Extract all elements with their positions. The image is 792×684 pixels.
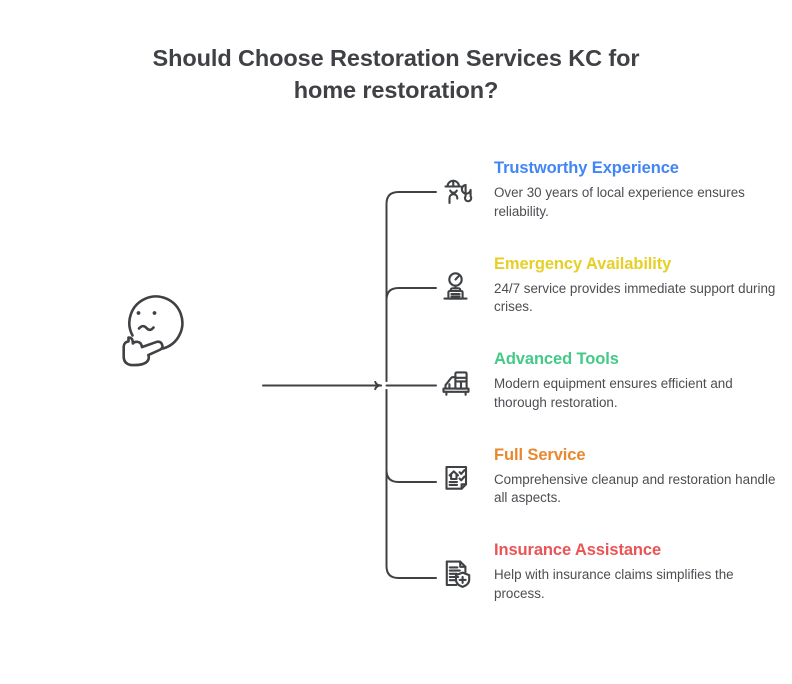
branch-text-block: Advanced Tools Modern equipment ensures …: [494, 349, 784, 412]
branch-title: Insurance Assistance: [494, 541, 662, 559]
house-checklist-document-icon: [437, 456, 485, 504]
branch-title: Advanced Tools: [494, 350, 619, 368]
branch-description: Help with insurance claims simplifies th…: [494, 567, 734, 601]
connector-branch-2: [385, 287, 437, 382]
thinking-face-illustration: [122, 295, 184, 367]
branch-title: Trustworthy Experience: [494, 159, 679, 177]
page-title-line-1: Should Choose Restoration Services KC fo…: [152, 45, 640, 71]
branch-item-insurance-assistance[interactable]: Insurance Assistance Help with insurance…: [437, 532, 777, 628]
branch-text-block: Insurance Assistance Help with insurance…: [494, 540, 784, 603]
gauge-meter-stand-icon: [437, 265, 485, 313]
face-hand: [122, 336, 164, 367]
face-eye-left: [136, 311, 141, 315]
branch-item-emergency-availability[interactable]: Emergency Availability 24/7 service prov…: [437, 246, 777, 342]
page-title: Should Choose Restoration Services KC fo…: [96, 42, 696, 106]
connector-branch-4: [385, 389, 437, 483]
machine-equipment-platform-icon: [437, 360, 485, 408]
branch-description: 24/7 service provides immediate support …: [494, 280, 776, 315]
face-outline: [128, 295, 184, 350]
connector-branch-5: [385, 389, 437, 579]
worker-hardhat-wrench-icon: [437, 169, 485, 217]
branch-item-advanced-tools[interactable]: Advanced Tools Modern equipment ensures …: [437, 341, 777, 437]
branch-title: Emergency Availability: [494, 254, 672, 273]
branch-text-block: Trustworthy Experience Over 30 years of …: [494, 158, 784, 221]
branch-description: Comprehensive cleanup and restoration ha…: [494, 471, 776, 506]
branch-text-block: Emergency Availability 24/7 service prov…: [494, 254, 784, 317]
branch-list: Trustworthy Experience Over 30 years of …: [437, 150, 777, 628]
branch-item-trustworthy-experience[interactable]: Trustworthy Experience Over 30 years of …: [437, 150, 777, 246]
branch-description: Modern equipment ensures efficient and t…: [494, 376, 733, 410]
document-shield-plus-icon: [437, 551, 485, 599]
connector-split-lower: [374, 384, 382, 391]
page-title-line-2: home restoration?: [293, 77, 499, 103]
branch-item-full-service[interactable]: Full Service Comprehensive cleanup and r…: [437, 437, 777, 533]
branch-text-block: Full Service Comprehensive cleanup and r…: [494, 445, 784, 508]
face-mouth: [137, 324, 155, 332]
face-eye-right: [152, 311, 157, 315]
connector-split-upper: [374, 380, 382, 387]
branch-title: Full Service: [494, 445, 586, 464]
branch-description: Over 30 years of local experience ensure…: [494, 185, 745, 219]
connector-branch-1: [385, 191, 437, 382]
connector-lines: [262, 191, 437, 579]
